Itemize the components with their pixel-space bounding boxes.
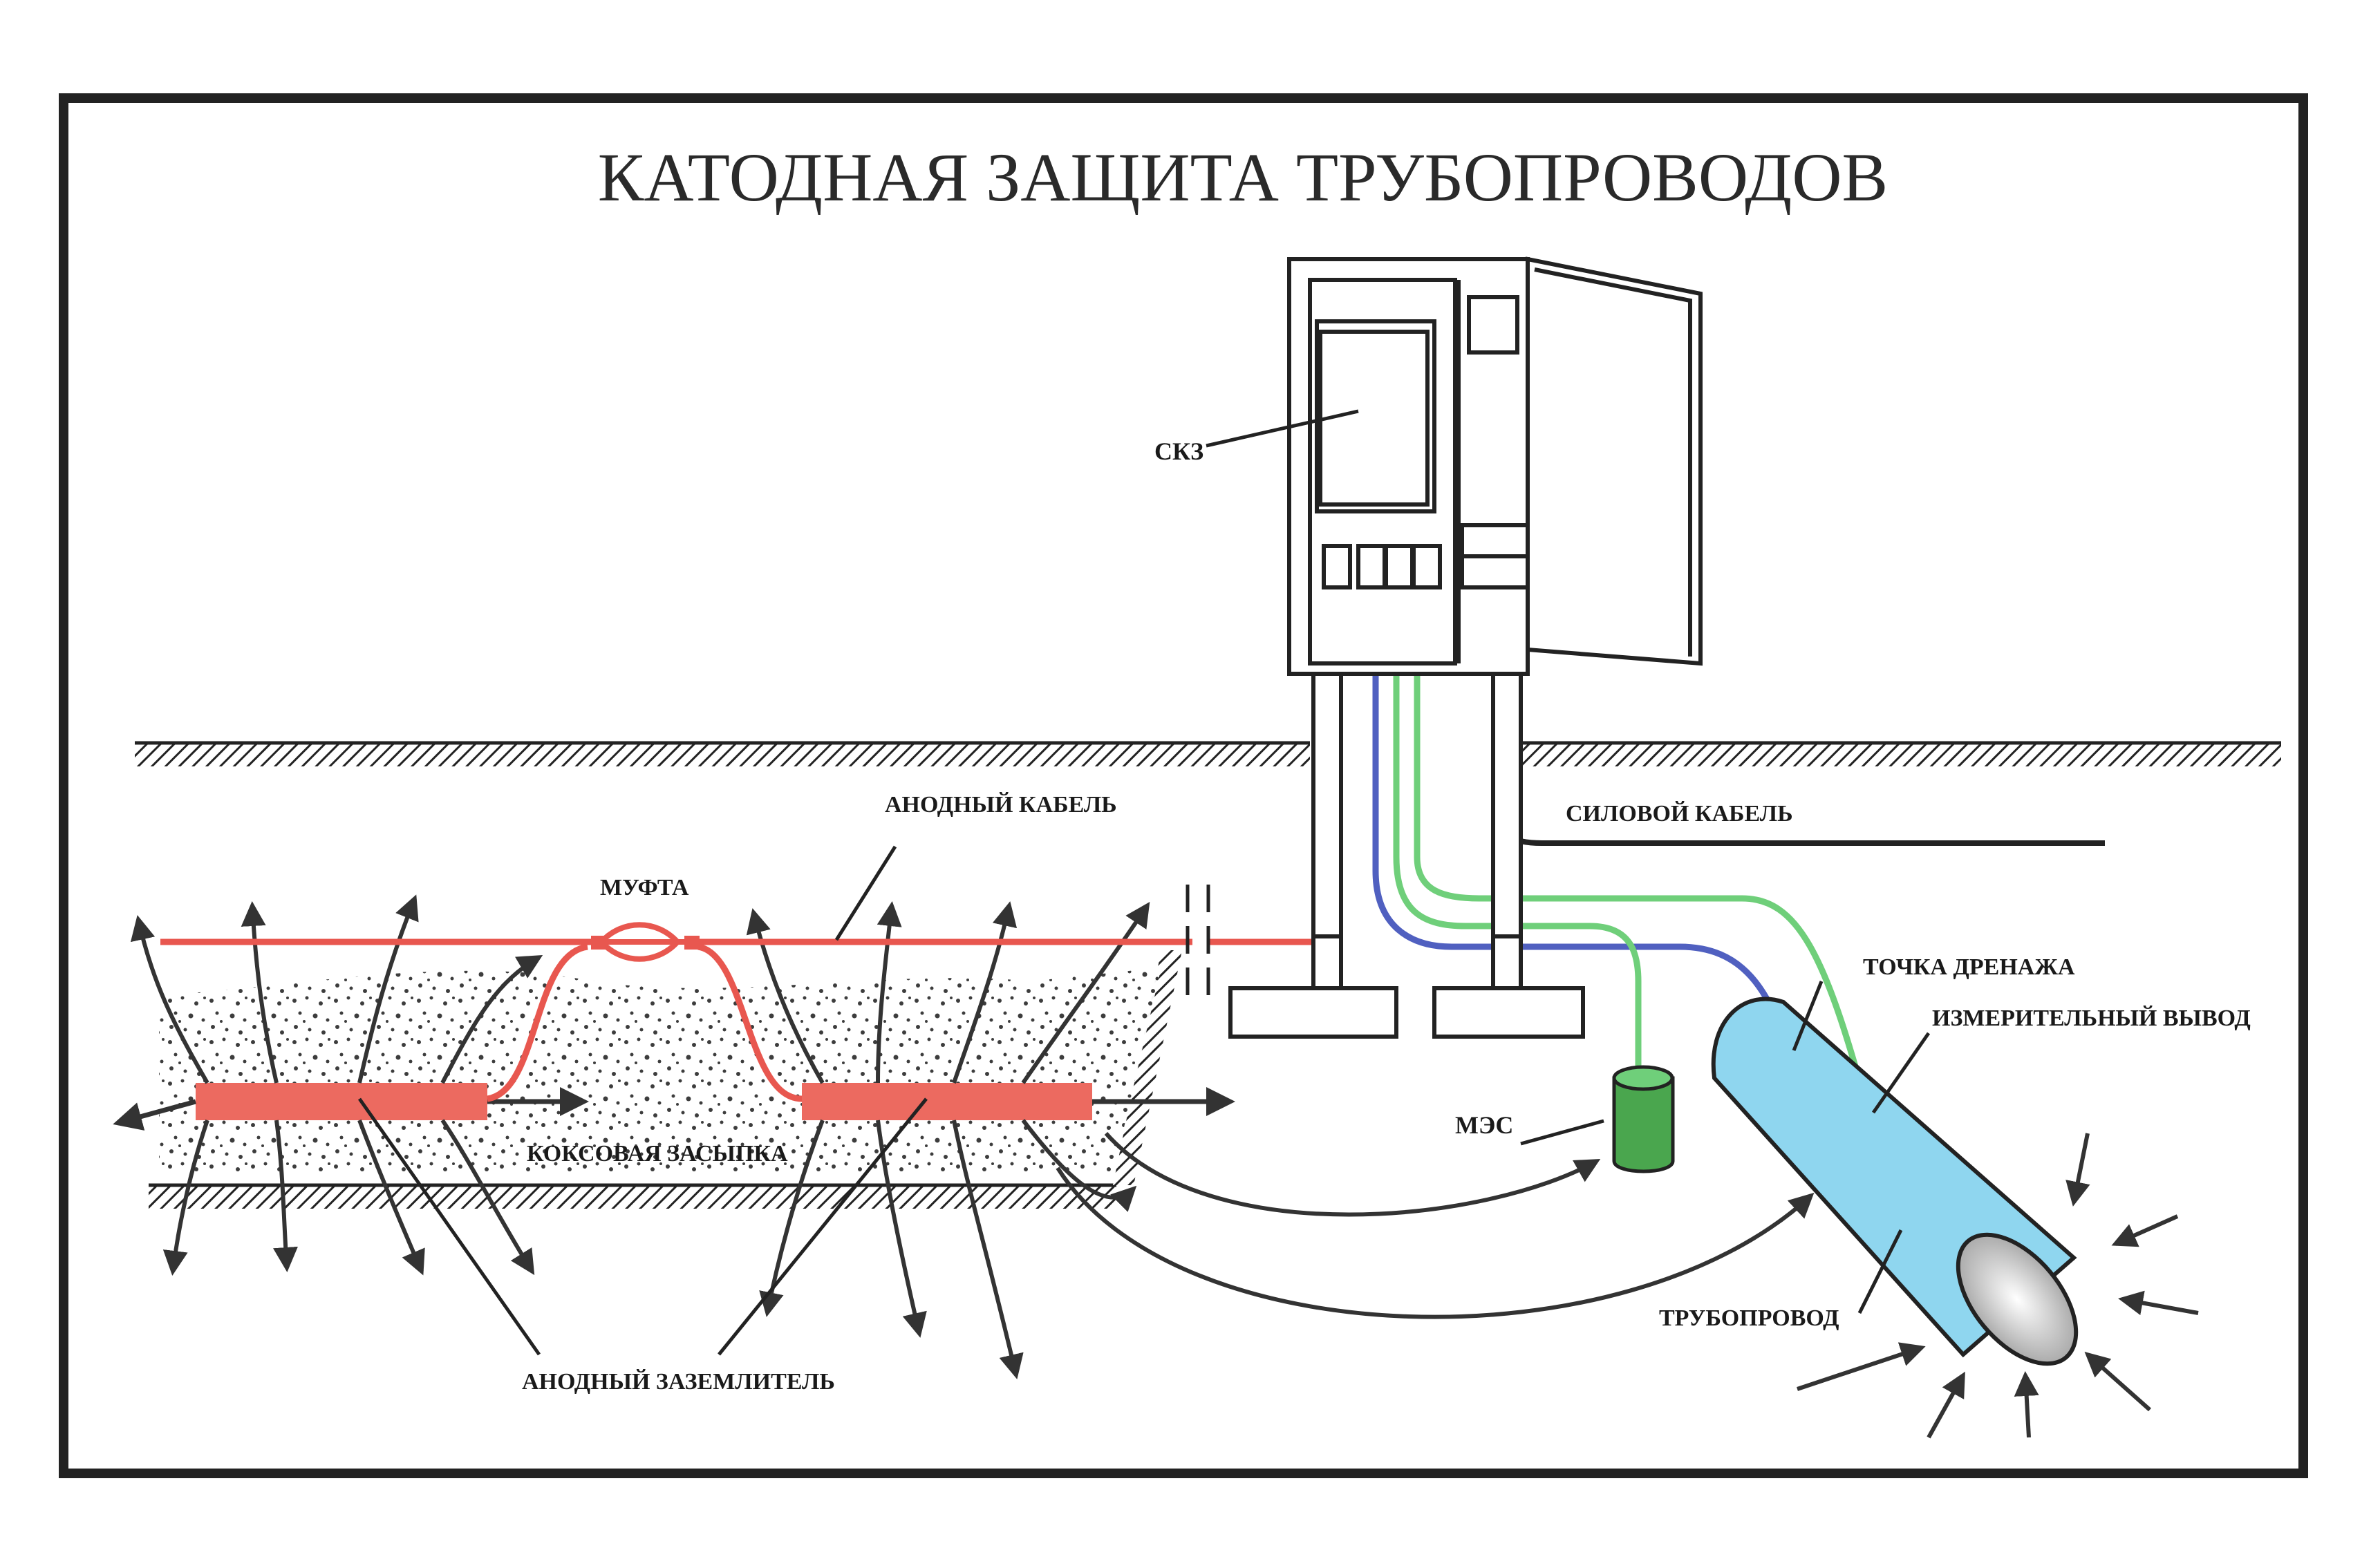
ground-surface (135, 741, 2281, 766)
label-pipeline: ТРУБОПРОВОД (1659, 1305, 1839, 1331)
label-coke-backfill: КОКСОВАЯ ЗАСЫПКА (527, 1141, 788, 1167)
measuring-cable (1414, 594, 1870, 1107)
current-arrows-soil (1056, 1132, 2199, 1439)
frame-border (59, 93, 2308, 1478)
pipeline (1711, 997, 2079, 1366)
skz-cabinet (1228, 256, 1703, 1039)
label-power-cable: СИЛОВОЙ КАБЕЛЬ (1566, 801, 1793, 827)
cable-break-mark (1186, 885, 1210, 1009)
label-mes: МЭС (1455, 1111, 1513, 1139)
coupling-icon (594, 922, 695, 962)
trench-wall (1113, 950, 1182, 1185)
label-anode-ground: АНОДНЫЙ ЗАЗЕМЛИТЕЛЬ (522, 1369, 835, 1395)
current-arrows-anode (130, 894, 1150, 1379)
anode-rod-left (196, 1083, 487, 1120)
anode-rod-right (802, 1083, 1092, 1120)
label-coupling: МУФТА (600, 875, 689, 900)
label-drain-point: ТОЧКА ДРЕНАЖА (1863, 954, 2075, 980)
coke-backfill (159, 968, 1161, 1175)
trench-bottom (149, 1185, 1116, 1209)
label-anode-cable: АНОДНЫЙ КАБЕЛЬ (885, 792, 1117, 818)
mes-electrode (1612, 1065, 1675, 1173)
diagram-title: КАТОДНАЯ ЗАЩИТА ТРУБОПРОВОДОВ (598, 139, 1889, 216)
pipe-end (1956, 1232, 2079, 1366)
label-measuring-lead: ИЗМЕРИТЕЛЬНЫЙ ВЫВОД (1932, 1006, 2251, 1031)
mes-cable (1393, 594, 1642, 1078)
label-skz: СКЗ (1154, 437, 1203, 465)
leader-lines (357, 409, 1931, 1356)
